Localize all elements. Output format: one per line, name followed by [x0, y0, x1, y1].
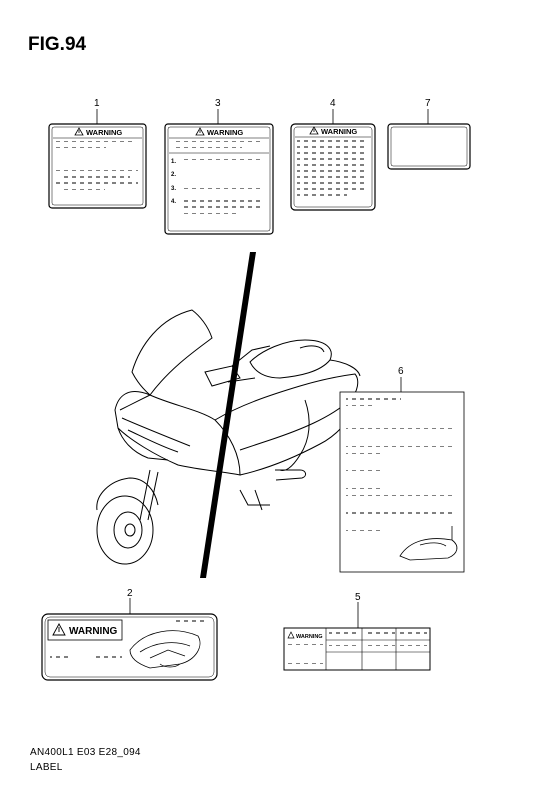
label-5[interactable]: WARNING [283, 602, 431, 671]
list-marker: 4. [171, 199, 176, 205]
label-1[interactable]: WARNING [48, 109, 147, 209]
list-marker: 2. [171, 172, 176, 178]
callout-5: 5 [355, 592, 361, 603]
list-marker: 1. [171, 159, 176, 165]
label-2[interactable]: WARNING [41, 598, 218, 681]
label-4[interactable]: WARNING [290, 109, 376, 211]
figure-label: LABEL [30, 762, 63, 773]
warning-triangle-icon [309, 126, 319, 135]
callout-2: 2 [127, 588, 133, 599]
warning-triangle-icon [52, 623, 66, 636]
callout-3: 3 [215, 98, 221, 109]
callout-6: 6 [398, 366, 404, 377]
warning-triangle-icon [195, 127, 205, 136]
figure-title: FIG.94 [28, 34, 87, 55]
warning-title: WARNING [321, 127, 357, 136]
label-3[interactable]: WARNING 1. 2. 3. 4. [164, 109, 274, 235]
warning-title: WARNING [86, 128, 122, 137]
seat-storage-icon [129, 630, 201, 669]
scooter-illustration [96, 309, 361, 565]
seat-icon [399, 526, 458, 561]
warning-triangle-icon [74, 127, 84, 136]
warning-title: WARNING [296, 634, 323, 640]
warning-title: WARNING [69, 626, 118, 637]
callout-4: 4 [330, 98, 336, 109]
callout-1: 1 [94, 98, 100, 109]
list-marker: 3. [171, 186, 176, 192]
label-7[interactable] [387, 109, 471, 170]
label-6[interactable] [339, 377, 465, 573]
divider-stroke [200, 252, 256, 578]
warning-triangle-icon [287, 631, 295, 639]
callout-7: 7 [425, 98, 431, 109]
warning-title: WARNING [207, 128, 243, 137]
figure-code: AN400L1 E03 E28_094 [30, 747, 141, 758]
